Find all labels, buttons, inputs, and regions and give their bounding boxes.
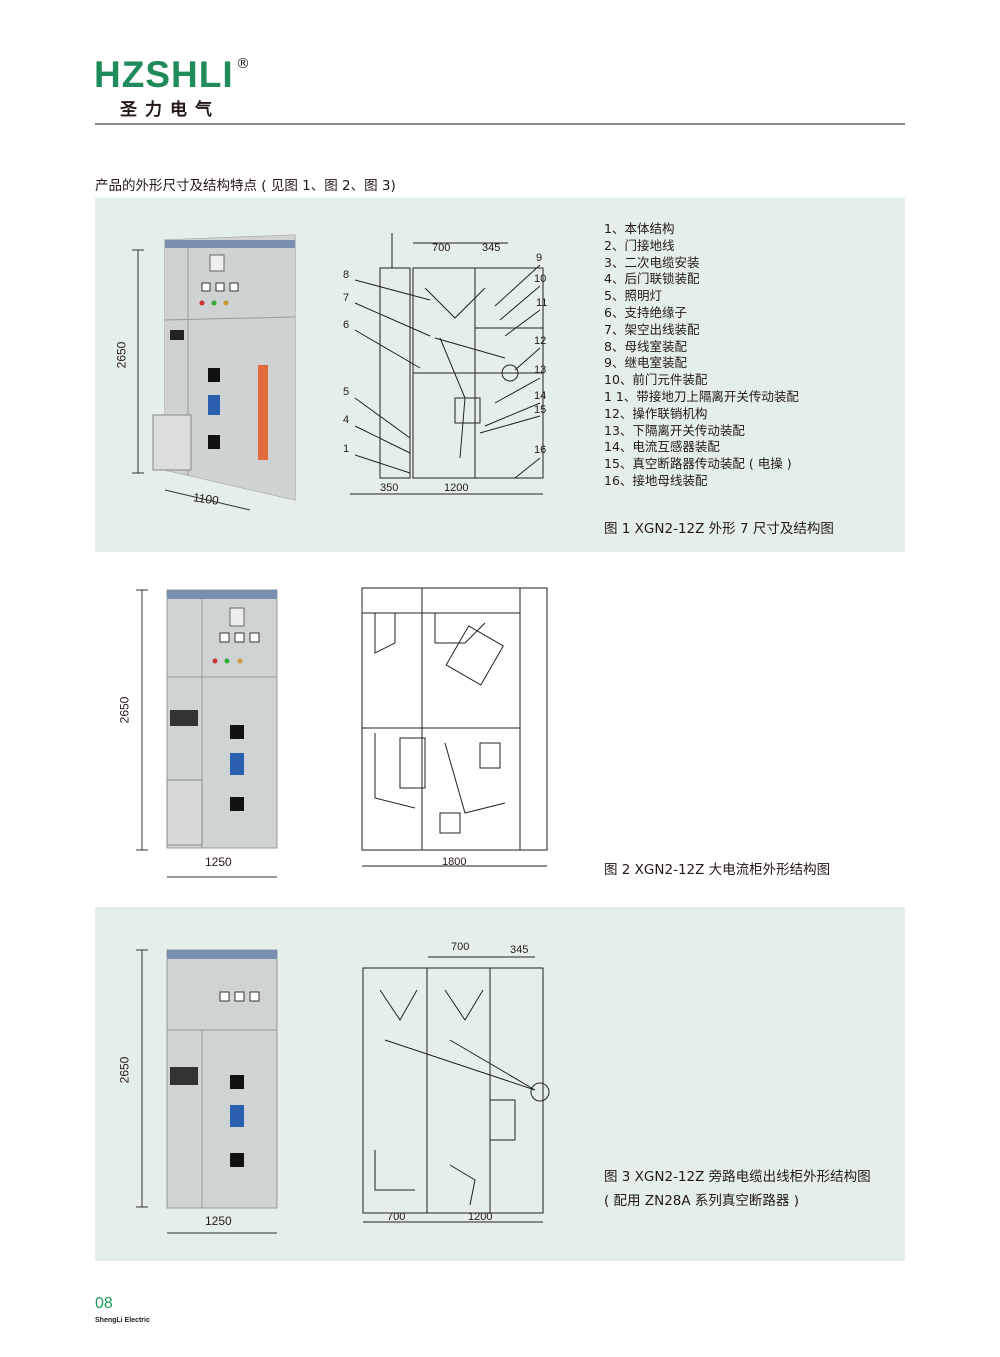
footer-brand: ShengLi Electric <box>95 1317 150 1324</box>
fig1-top-dim: 700 <box>432 242 451 254</box>
component-list: 1、本体结构 2、门接地线 3、二次电缆安装 4、后门联锁装配 5、照明灯 6、… <box>604 221 799 490</box>
header-divider <box>95 123 905 125</box>
list-item: 12、操作联销机构 <box>604 405 708 421</box>
cabinet-photo-1 <box>132 234 296 511</box>
list-item: 15、真空断路器传动装配 ( 电操 ) <box>604 456 792 472</box>
figure-1-caption: 图 1 XGN2-12Z 外形 7 尺寸及结构图 <box>604 521 834 537</box>
list-item: 5、照明灯 <box>604 288 662 304</box>
list-item: 3、二次电缆安装 <box>604 254 700 270</box>
schematic-1 <box>350 233 544 495</box>
list-item: 8、母线室装配 <box>604 338 687 354</box>
logo: HZSHLI <box>94 54 234 95</box>
callout-label: 10 <box>534 273 547 285</box>
callout-label: 1 <box>343 443 350 455</box>
list-item: 10、前门元件装配 <box>604 372 708 388</box>
fig2-depth-dimension: 1800 <box>442 856 467 868</box>
callout-label: 8 <box>343 269 350 281</box>
callout-label: 4 <box>343 414 350 426</box>
fig2-height-dimension: 2650 <box>117 696 132 724</box>
figure-3-caption-note: ( 配用 ZN28A 系列真空断路器 ) <box>604 1193 799 1209</box>
registered-mark: ® <box>236 56 250 72</box>
fig2-width-dimension: 1250 <box>205 855 232 869</box>
callout-label: 7 <box>343 292 350 304</box>
schematic-3 <box>362 956 550 1223</box>
callout-label: 5 <box>343 386 350 398</box>
list-item: 1、本体结构 <box>604 221 675 236</box>
list-item: 9、继电室装配 <box>604 355 687 371</box>
callout-label: 15 <box>534 404 547 416</box>
callout-label: 9 <box>536 252 543 264</box>
fig1-bottom-dim: 1200 <box>444 482 469 494</box>
logo-chinese: 圣力电气 <box>120 100 220 120</box>
fig3-bottom-dim: 700 <box>387 1211 406 1223</box>
list-item: 6、支持绝缘子 <box>604 304 687 320</box>
cabinet-photo-2 <box>136 589 278 878</box>
fig1-height-dimension: 2650 <box>114 341 129 369</box>
callout-label: 6 <box>343 319 350 331</box>
list-item: 2、门接地线 <box>604 237 675 253</box>
list-item: 14、电流互感器装配 <box>604 439 720 455</box>
callout-label: 12 <box>534 335 547 347</box>
fig3-bottom-dim: 1200 <box>468 1211 493 1223</box>
figure-3-caption: 图 3 XGN2-12Z 旁路电缆出线柜外形结构图 <box>604 1169 871 1185</box>
list-item: 4、后门联锁装配 <box>604 271 700 287</box>
fig3-height-dimension: 2650 <box>117 1056 132 1084</box>
callout-label: 11 <box>536 297 548 309</box>
page-number: 08 <box>95 1295 113 1312</box>
callout-label: 16 <box>534 444 547 456</box>
section-intro: 产品的外形尺寸及结构特点 ( 见图 1、图 2、图 3) <box>95 178 396 194</box>
list-item: 1 1、带接地刀上隔离开关传动装配 <box>604 388 799 404</box>
callout-label: 14 <box>534 390 547 402</box>
fig3-width-dimension: 1250 <box>205 1214 232 1228</box>
fig1-bottom-dim: 350 <box>380 482 399 494</box>
list-item: 16、接地母线装配 <box>604 472 708 488</box>
fig3-top-dim: 700 <box>451 941 470 953</box>
callout-label: 13 <box>534 364 547 376</box>
schematic-2 <box>361 587 548 867</box>
figure-2-caption: 图 2 XGN2-12Z 大电流柜外形结构图 <box>604 862 831 878</box>
list-item: 7、架空出线装配 <box>604 321 700 337</box>
list-item: 13、下隔离开关传动装配 <box>604 422 745 438</box>
fig3-top-dim: 345 <box>510 944 529 956</box>
cabinet-photo-3 <box>136 949 278 1234</box>
fig1-top-dim: 345 <box>482 242 501 254</box>
